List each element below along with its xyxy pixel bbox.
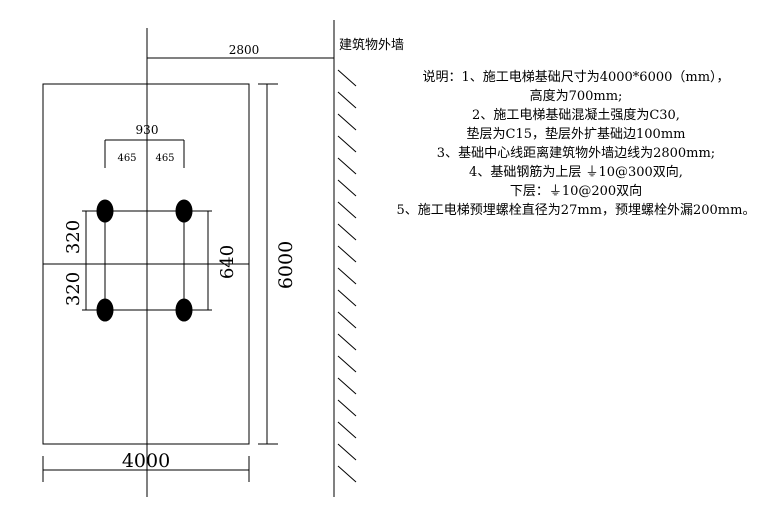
hatch-stroke bbox=[337, 465, 357, 483]
note-line-1: 说明：1、施工电梯基础尺寸为4000*6000（mm）， bbox=[422, 70, 730, 85]
anchor-bolt-top-left bbox=[96, 199, 114, 223]
dim-465-left-text: 465 bbox=[117, 153, 136, 164]
hatch-stroke bbox=[337, 333, 357, 351]
hatch-stroke bbox=[337, 311, 357, 329]
note-line-3: 2、施工电梯基础混凝土强度为C30, bbox=[472, 108, 680, 123]
hatch-stroke bbox=[337, 421, 357, 439]
hatch-stroke bbox=[337, 113, 357, 131]
notes-block: 说明：1、施工电梯基础尺寸为4000*6000（mm）， 高度为700mm; 2… bbox=[392, 68, 760, 220]
hatch-stroke bbox=[337, 289, 357, 307]
hatch-stroke bbox=[337, 201, 357, 219]
note-line-4: 垫层为C15，垫层外扩基础边100mm bbox=[466, 127, 686, 142]
wall-hatching bbox=[337, 69, 357, 483]
dim-320-lower-text: 320 bbox=[63, 272, 84, 306]
hatch-stroke bbox=[337, 157, 357, 175]
hatch-stroke bbox=[337, 223, 357, 241]
hatch-stroke bbox=[337, 179, 357, 197]
note-line-7: 下层：⏚10@200双向 bbox=[509, 184, 643, 199]
note-line-5: 3、基础中心线距离建筑物外墙边线为2800mm; bbox=[436, 146, 716, 161]
hatch-stroke bbox=[337, 443, 357, 461]
note-line-6: 4、基础钢筋为上层 ⏚10@300双向, bbox=[469, 165, 683, 180]
dim-465-right-text: 465 bbox=[155, 153, 174, 164]
dim-2800-text: 2800 bbox=[229, 43, 260, 57]
hatch-stroke bbox=[337, 135, 357, 153]
note-line-2: 高度为700mm; bbox=[529, 89, 623, 104]
hatch-stroke bbox=[337, 355, 357, 373]
dim-4000-text: 4000 bbox=[122, 450, 170, 472]
hatch-stroke bbox=[337, 91, 357, 109]
hatch-stroke bbox=[337, 69, 357, 87]
anchor-bolt-top-right bbox=[175, 199, 193, 223]
anchor-bolt-bottom-right bbox=[175, 298, 193, 322]
dim-6000-text: 6000 bbox=[275, 241, 297, 289]
hatch-stroke bbox=[337, 377, 357, 395]
anchor-bolt-bottom-left bbox=[96, 298, 114, 322]
building-wall-label: 建筑物外墙 bbox=[339, 38, 405, 53]
hatch-stroke bbox=[337, 267, 357, 285]
dim-930-text: 930 bbox=[136, 123, 159, 137]
dim-320-upper-text: 320 bbox=[63, 220, 84, 254]
hatch-stroke bbox=[337, 399, 357, 417]
note-line-8: 5、施工电梯预埋螺栓直径为27mm，预埋螺栓外漏200mm。 bbox=[396, 203, 756, 218]
dim-640-text: 640 bbox=[217, 245, 238, 279]
hatch-stroke bbox=[337, 245, 357, 263]
